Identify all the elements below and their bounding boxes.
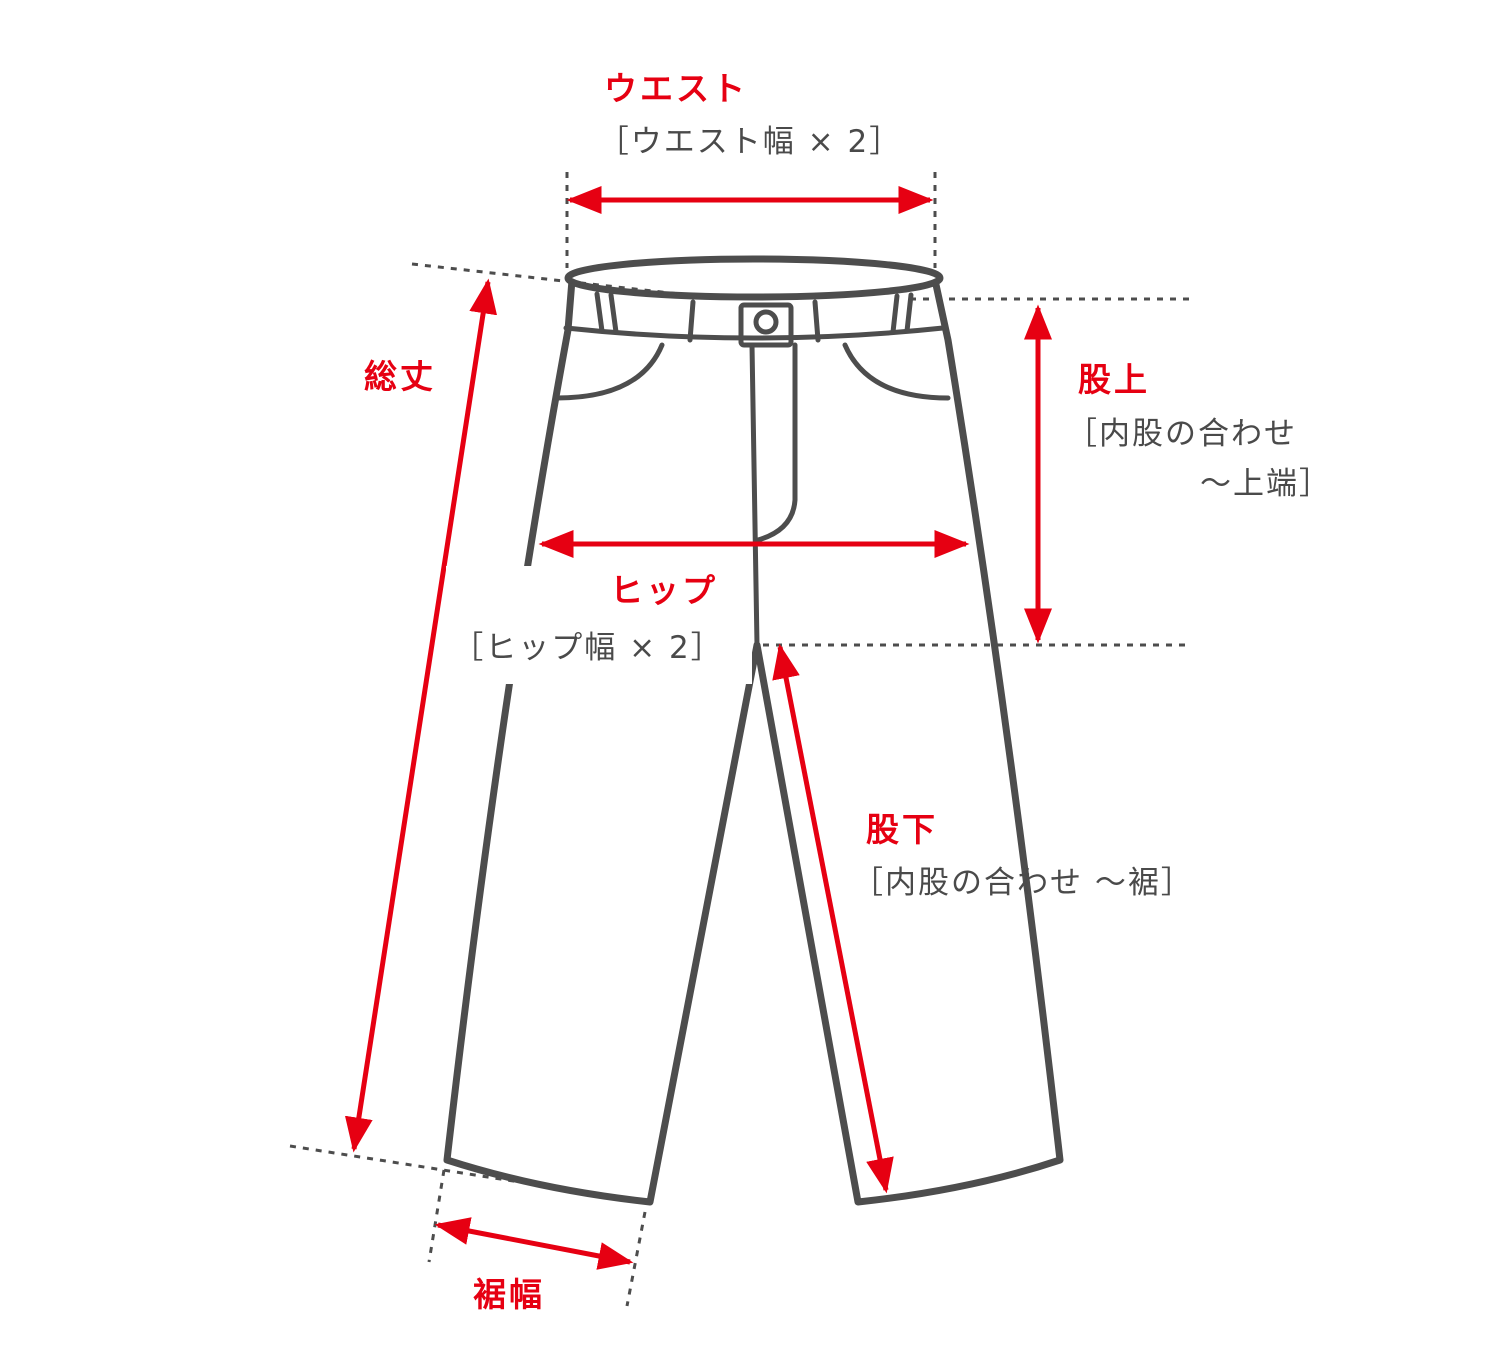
rise-note-line2: 〜上端］ (1200, 466, 1332, 502)
belt-loop-right-inner (812, 299, 821, 343)
inseam-arrow (772, 643, 894, 1194)
hip-label-background (446, 566, 752, 684)
hip-label: ヒップ (610, 571, 718, 610)
inseam-label: 股下 (866, 810, 938, 849)
belt-loop-right-outer (890, 292, 914, 335)
hip-note: ［ヒップ幅 × 2］ (452, 630, 723, 666)
pocket-left (554, 342, 665, 401)
total-length-guide-bottom (289, 1144, 546, 1188)
pocket-right (842, 342, 951, 401)
inseam-note: ［内股の合わせ 〜裾］ (852, 865, 1194, 901)
hem-guide-right (625, 1211, 647, 1307)
total-length-arrow (344, 278, 498, 1153)
hem-width-label: 裾幅 (473, 1275, 545, 1314)
belt-loop-left-inner (687, 299, 696, 343)
labels: ウエスト ［ウエスト幅 × 2］ 総丈 股上 ［内股の合わせ 〜上端］ ヒップ … (364, 69, 1332, 1314)
rise-note-line1: ［内股の合わせ (1066, 416, 1297, 452)
hem-guide-left (427, 1169, 446, 1263)
hem-width-arrow (434, 1217, 634, 1270)
belt-loop-left-outer (594, 291, 619, 335)
measurement-arrows (344, 186, 1052, 1270)
pants-illustration (443, 255, 1064, 1206)
waistband-top (564, 255, 944, 301)
total-length-label: 総丈 (364, 357, 436, 396)
waist-label: ウエスト (604, 69, 748, 108)
button-tab (738, 302, 794, 348)
waist-button (753, 309, 779, 335)
waist-note: ［ウエスト幅 × 2］ (598, 124, 902, 160)
total-length-guide-top (411, 262, 707, 299)
fly-center-seam (749, 342, 760, 648)
rise-label: 股上 (1078, 360, 1150, 399)
